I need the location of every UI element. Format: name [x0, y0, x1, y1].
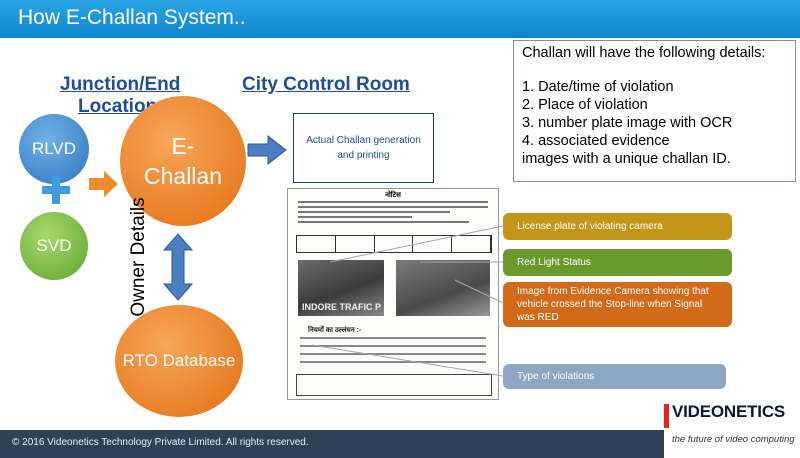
rlvd-node: RLVD [19, 114, 89, 184]
document-footer-box [296, 374, 492, 396]
owner-details-label: Owner Details [128, 197, 149, 317]
arrow-right-icon [247, 134, 287, 166]
challan-generation-box: Actual Challan generation and printing [293, 113, 434, 183]
echallan-label-line2: Challan [144, 163, 222, 189]
logo-area [664, 400, 800, 458]
document-text-lines [298, 201, 488, 226]
detail-item: 3. number plate image with OCR [522, 115, 733, 131]
detail-item: 2. Place of violation [522, 97, 648, 113]
svd-label: SVD [36, 236, 72, 255]
document-stamp: INDORE TRAFIC P [302, 302, 382, 312]
logo-mark-icon [664, 404, 669, 428]
svd-node: SVD [20, 212, 88, 280]
plus-icon [42, 176, 70, 204]
detail-item: 4. associated evidence [522, 133, 670, 149]
company-logo: VIDEONETICS [672, 402, 786, 421]
junction-label-line1: Junction/End [60, 74, 181, 95]
detail-item: images with a unique challan ID. [522, 151, 731, 167]
rto-database-node: RTO Database [115, 305, 243, 417]
document-offence-title: नियमों का उल्लंघन :- [308, 327, 362, 334]
plate-label: License plate of violating camera [503, 213, 732, 240]
rlvd-label: RLVD [31, 139, 77, 158]
evidence-label: Image from Evidence Camera showing that … [503, 282, 732, 327]
rto-label: RTO Database [122, 351, 236, 370]
details-heading: Challan will have the following details: [522, 45, 766, 61]
red-light-label: Red Light Status [503, 249, 732, 276]
echallan-label-line1: E- [171, 133, 195, 159]
document-table [296, 235, 492, 253]
violation-type-label: Type of violations [503, 364, 726, 389]
plate-camera-photo [298, 260, 384, 316]
logo-tagline: the future of video computing [672, 434, 795, 445]
document-offence-rows [300, 337, 486, 369]
challan-generation-label: Actual Challan generation and printing [306, 135, 421, 161]
document-header: नोटिस [385, 192, 401, 199]
challan-details-box: Challan will have the following details:… [513, 40, 796, 182]
arrow-right-icon [89, 171, 118, 197]
detail-item: 1. Date/time of violation [522, 79, 674, 95]
copyright-text: © 2016 Videonetics Technology Private Li… [12, 437, 309, 448]
junction-label-line2: Location [78, 96, 158, 117]
evidence-camera-photo [396, 260, 490, 316]
slide-title: How E-Challan System.. [18, 6, 246, 29]
challan-document: नोटिस INDORE TRAFIC P नियमों का उल्लंघन … [287, 188, 499, 400]
double-arrow-icon [162, 233, 194, 301]
echallan-node: E- Challan [120, 96, 246, 226]
control-room-label: City Control Room [242, 74, 410, 95]
title-bar [0, 0, 800, 38]
